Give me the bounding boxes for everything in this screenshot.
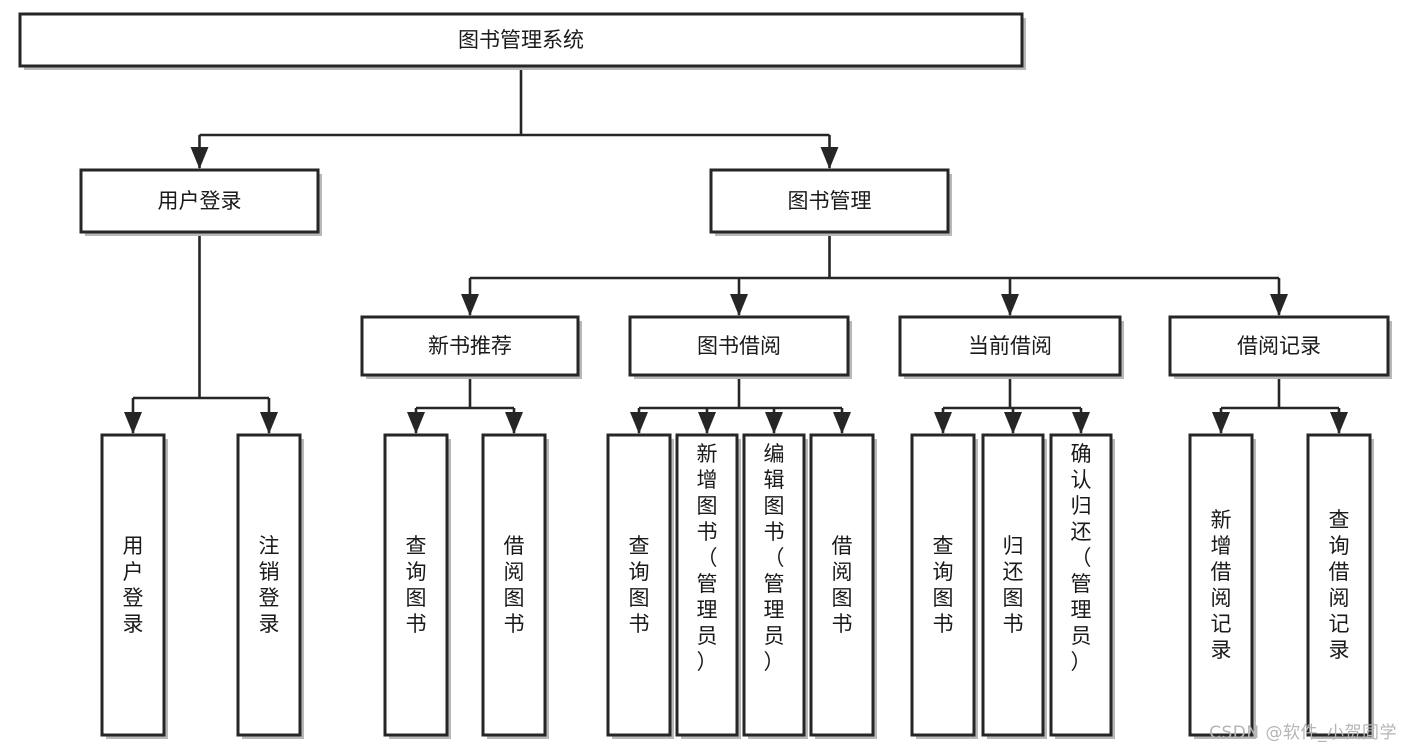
node-label: 借阅图书 xyxy=(832,534,853,636)
node-new-book-rec[interactable]: 新书推荐 xyxy=(360,315,582,379)
arrow-head-icon xyxy=(630,412,648,434)
arrow-head-icon xyxy=(260,412,278,434)
node-leaf-edit-book[interactable]: 编辑图书（管理员） xyxy=(742,433,808,739)
node-label: 确认归还（管理员） xyxy=(1071,442,1092,674)
arrow-head-icon xyxy=(407,412,425,434)
node-box xyxy=(981,433,1045,737)
node-label: 借阅图书 xyxy=(504,534,525,636)
node-box xyxy=(1049,433,1113,737)
node-leaf-add-record[interactable]: 新增借阅记录 xyxy=(1188,433,1256,739)
arrow-head-icon xyxy=(1072,412,1090,434)
node-leaf-add-book[interactable]: 新增图书（管理员） xyxy=(675,433,741,739)
node-label: 查询图书 xyxy=(406,534,427,636)
node-label: 新增图书（管理员） xyxy=(697,442,718,674)
arrow-head-icon xyxy=(730,294,748,316)
arrow-head-icon xyxy=(190,147,209,169)
node-label: 借阅记录 xyxy=(1237,334,1321,358)
node-book-manage[interactable]: 图书管理 xyxy=(709,168,952,236)
node-label: 归还图书 xyxy=(1003,534,1024,636)
node-box xyxy=(79,168,320,234)
node-label: 图书管理系统 xyxy=(458,28,584,52)
node-layer: 图书管理系统用户登录图书管理新书推荐图书借阅当前借阅借阅记录用户登录注销登录查询… xyxy=(18,12,1392,739)
node-label: 编辑图书（管理员） xyxy=(764,442,785,674)
node-box xyxy=(675,433,739,737)
node-label: 注销登录 xyxy=(259,534,280,636)
arrow-head-icon xyxy=(833,412,851,434)
node-box xyxy=(236,433,302,737)
node-box xyxy=(898,315,1122,377)
node-leaf-return-book[interactable]: 归还图书 xyxy=(981,433,1047,739)
node-box xyxy=(628,315,850,377)
node-book-borrow[interactable]: 图书借阅 xyxy=(628,315,852,379)
node-box xyxy=(100,433,166,737)
node-box xyxy=(18,12,1024,68)
arrow-head-icon xyxy=(461,294,479,316)
node-borrow-record[interactable]: 借阅记录 xyxy=(1168,315,1392,379)
node-leaf-query-book-rec[interactable]: 查询图书 xyxy=(383,433,451,739)
arrow-head-icon xyxy=(1330,412,1348,434)
arrow-head-icon xyxy=(124,412,142,434)
node-label: 查询图书 xyxy=(629,534,650,636)
node-box xyxy=(481,433,547,737)
arrow-head-icon xyxy=(1004,412,1022,434)
node-leaf-borrow-book-rec[interactable]: 借阅图书 xyxy=(481,433,549,739)
node-root[interactable]: 图书管理系统 xyxy=(18,12,1026,70)
arrow-head-icon xyxy=(698,412,716,434)
node-box xyxy=(709,168,950,234)
node-box xyxy=(1168,315,1390,377)
node-current-borrow[interactable]: 当前借阅 xyxy=(898,315,1124,379)
csdn-watermark: CSDN @软件_小贺同学 xyxy=(1209,723,1397,743)
node-box xyxy=(383,433,449,737)
node-leaf-query-record[interactable]: 查询借阅记录 xyxy=(1306,433,1374,739)
node-label: 当前借阅 xyxy=(968,334,1052,358)
node-label: 图书管理 xyxy=(788,189,872,213)
node-box xyxy=(742,433,806,737)
node-label: 用户登录 xyxy=(158,189,242,213)
node-box xyxy=(1306,433,1372,737)
node-box xyxy=(360,315,580,377)
node-label: 新增借阅记录 xyxy=(1211,508,1232,662)
node-label: 查询借阅记录 xyxy=(1329,508,1350,662)
node-label: 查询图书 xyxy=(933,534,954,636)
node-leaf-logout[interactable]: 注销登录 xyxy=(236,433,304,739)
node-box xyxy=(1188,433,1254,737)
node-leaf-query-book-cb[interactable]: 查询图书 xyxy=(910,433,978,739)
node-box xyxy=(910,433,976,737)
arrow-head-icon xyxy=(820,147,839,169)
node-leaf-query-book-br[interactable]: 查询图书 xyxy=(606,433,674,739)
node-leaf-confirm-return[interactable]: 确认归还（管理员） xyxy=(1049,433,1115,739)
node-box xyxy=(606,433,672,737)
node-label: 图书借阅 xyxy=(697,334,781,358)
node-box xyxy=(809,433,875,737)
arrow-head-icon xyxy=(934,412,952,434)
node-user-login[interactable]: 用户登录 xyxy=(79,168,322,236)
connector-layer xyxy=(124,66,1348,434)
arrow-head-icon xyxy=(1270,294,1288,316)
node-leaf-borrow-book-br[interactable]: 借阅图书 xyxy=(809,433,877,739)
arrow-head-icon xyxy=(505,412,523,434)
node-label: 用户登录 xyxy=(123,534,144,636)
arrow-head-icon xyxy=(765,412,783,434)
node-label: 新书推荐 xyxy=(428,334,512,358)
arrow-head-icon xyxy=(1212,412,1230,434)
arrow-head-icon xyxy=(1001,294,1019,316)
node-leaf-user-login[interactable]: 用户登录 xyxy=(100,433,168,739)
